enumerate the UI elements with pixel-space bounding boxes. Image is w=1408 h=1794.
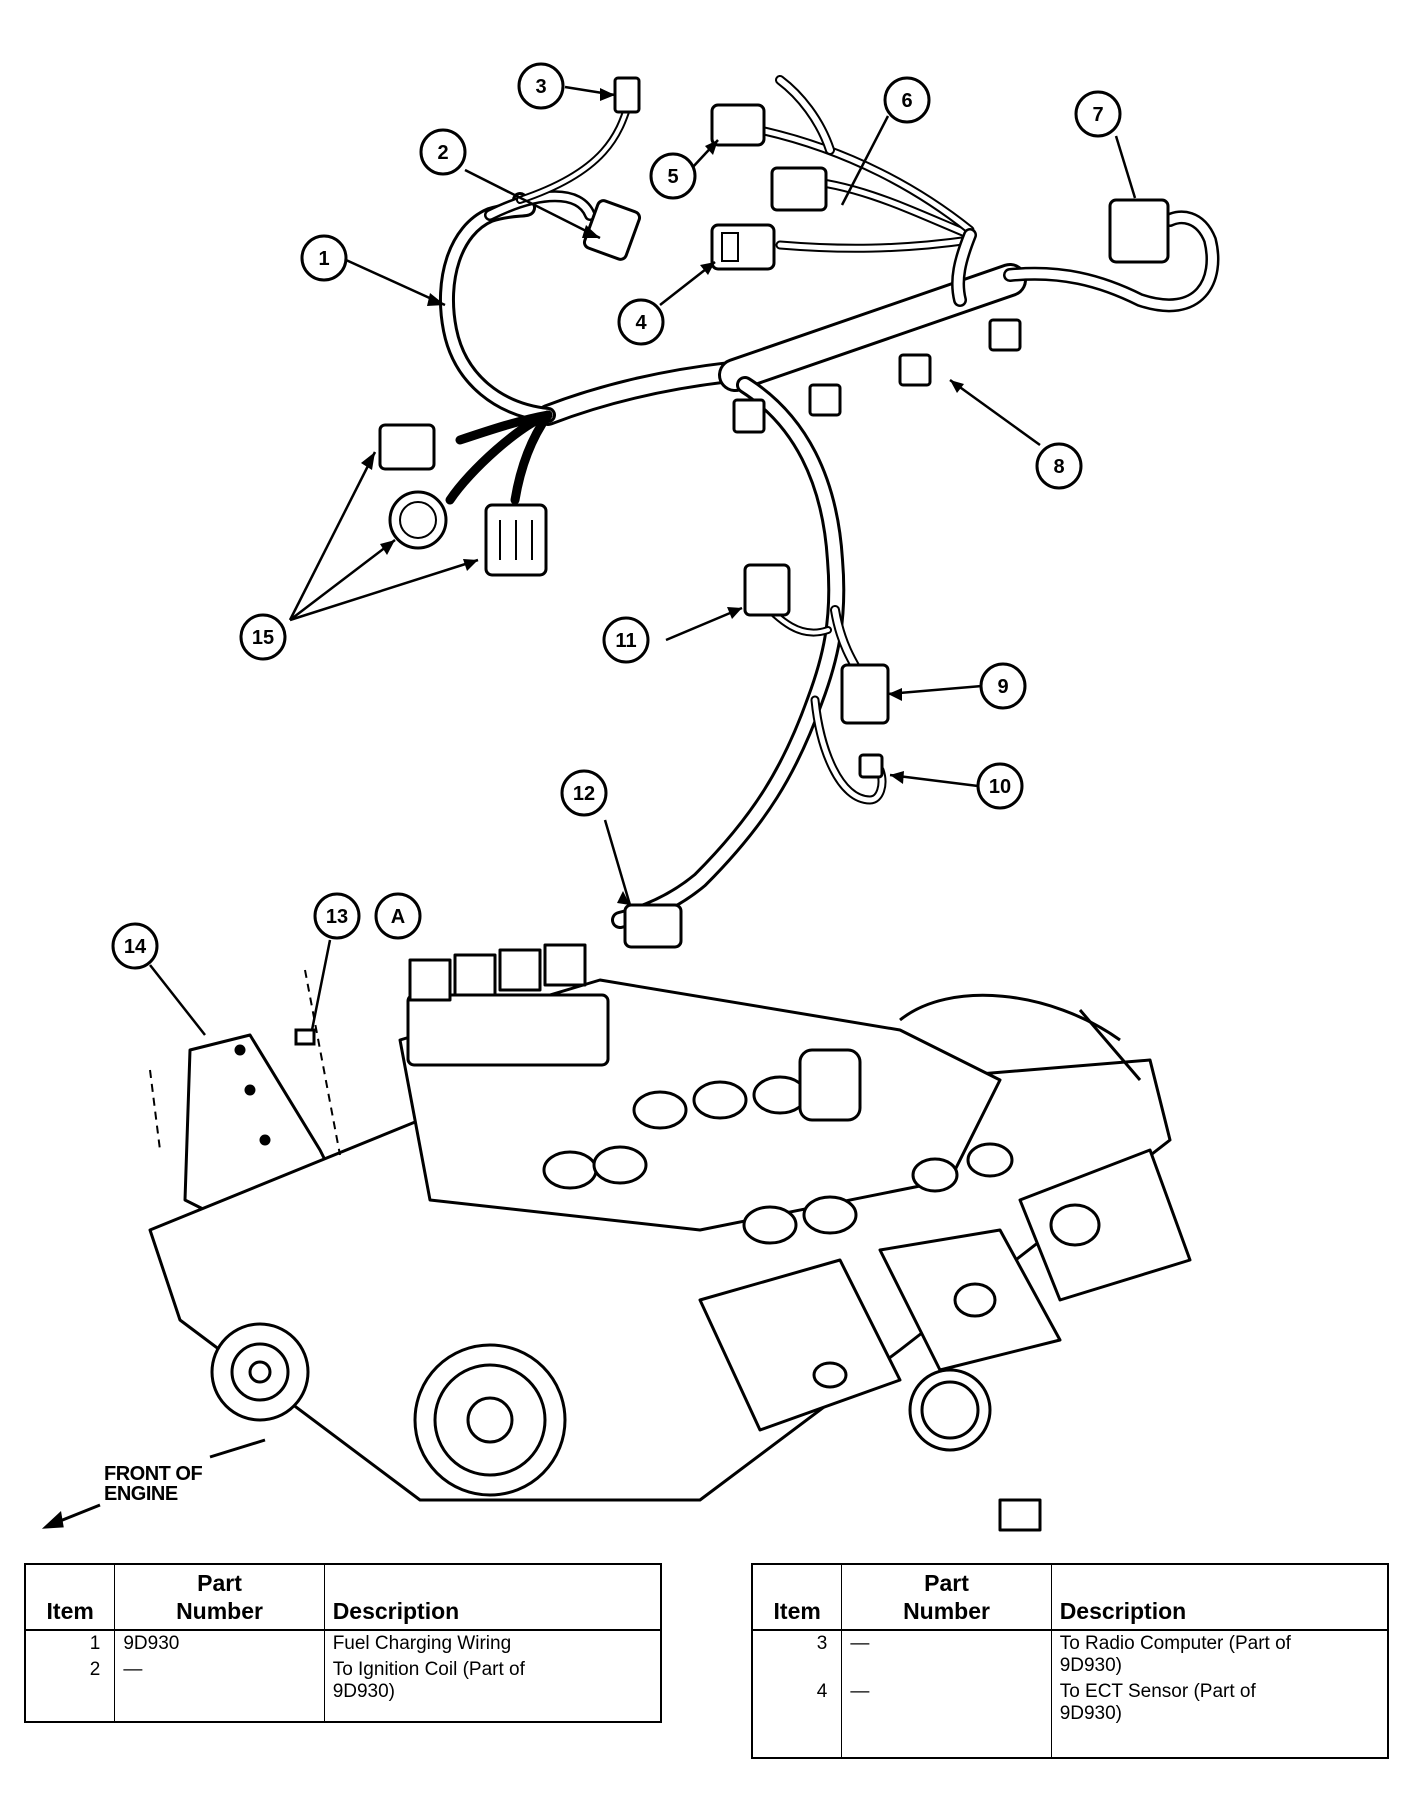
callout-8: 8 bbox=[1035, 442, 1083, 490]
svg-text:11: 11 bbox=[615, 630, 636, 652]
callout-11: 11 bbox=[602, 616, 650, 664]
front-of-engine-label: FRONT OF ENGINE bbox=[104, 1463, 203, 1505]
callout-14: 14 bbox=[111, 922, 159, 970]
svg-text:1: 1 bbox=[318, 248, 329, 270]
svg-text:10: 10 bbox=[989, 776, 1011, 798]
engine-illustration bbox=[148, 943, 1192, 1532]
fastener-13 bbox=[149, 969, 341, 1156]
callout-15: 15 bbox=[239, 613, 287, 661]
svg-text:3: 3 bbox=[535, 76, 546, 98]
cell-part: — bbox=[841, 1630, 1052, 1679]
svg-text:5: 5 bbox=[667, 166, 678, 188]
svg-text:6: 6 bbox=[901, 90, 912, 112]
svg-text:2: 2 bbox=[437, 142, 448, 164]
callout-4: 4 bbox=[617, 298, 665, 346]
harness-connectors bbox=[378, 76, 1170, 949]
front-label-line2: ENGINE bbox=[104, 1483, 178, 1505]
front-arrow bbox=[41, 1438, 266, 1529]
cell-part: 9D930 bbox=[114, 1630, 325, 1657]
callout-7: 7 bbox=[1074, 90, 1122, 138]
svg-text:8: 8 bbox=[1053, 456, 1064, 478]
svg-text:14: 14 bbox=[124, 936, 147, 958]
cell-item: 4 bbox=[816, 1681, 828, 1702]
front-label-line1: FRONT OF bbox=[104, 1463, 203, 1485]
svg-text:9: 9 bbox=[997, 676, 1008, 698]
connector-detail bbox=[399, 232, 739, 560]
callout-1: 1 bbox=[300, 234, 348, 282]
header-item: Item bbox=[25, 1564, 115, 1631]
wiring-harness-diagram: 1 2 3 4 5 6 7 8 9 10 11 12 13 A 14 15 bbox=[41, 62, 1220, 1532]
callout-10: 10 bbox=[976, 762, 1024, 810]
cell-description: Fuel Charging Wiring bbox=[323, 1630, 661, 1657]
wiring-harness bbox=[439, 75, 1220, 929]
callout-6: 6 bbox=[883, 76, 931, 124]
callout-2: 2 bbox=[419, 128, 467, 176]
callout-3: 3 bbox=[517, 62, 565, 110]
leader-arrowheads bbox=[361, 88, 964, 905]
callout-13: 13 bbox=[313, 892, 361, 940]
cell-item: 1 bbox=[89, 1633, 101, 1654]
svg-text:4: 4 bbox=[635, 312, 647, 334]
svg-text:12: 12 bbox=[573, 783, 595, 805]
header-description: Description bbox=[1050, 1564, 1388, 1631]
callout-12: 12 bbox=[560, 769, 608, 817]
callout-5: 5 bbox=[649, 152, 697, 200]
cell-item: 3 bbox=[816, 1633, 828, 1654]
cell-item: 2 bbox=[89, 1659, 101, 1680]
leader-lines bbox=[149, 85, 1137, 1036]
callout-9: 9 bbox=[979, 662, 1027, 710]
table-row: 1 9D930 Fuel Charging Wiring bbox=[25, 1630, 661, 1657]
svg-text:13: 13 bbox=[326, 906, 348, 928]
header-item: Item bbox=[752, 1564, 842, 1631]
svg-text:A: A bbox=[391, 906, 405, 928]
svg-text:15: 15 bbox=[252, 627, 274, 649]
cell-part: — bbox=[114, 1657, 325, 1705]
header-description: Description bbox=[323, 1564, 661, 1631]
callout-A: A bbox=[374, 892, 422, 940]
svg-text:7: 7 bbox=[1092, 104, 1103, 126]
cell-part: — bbox=[841, 1679, 1052, 1727]
